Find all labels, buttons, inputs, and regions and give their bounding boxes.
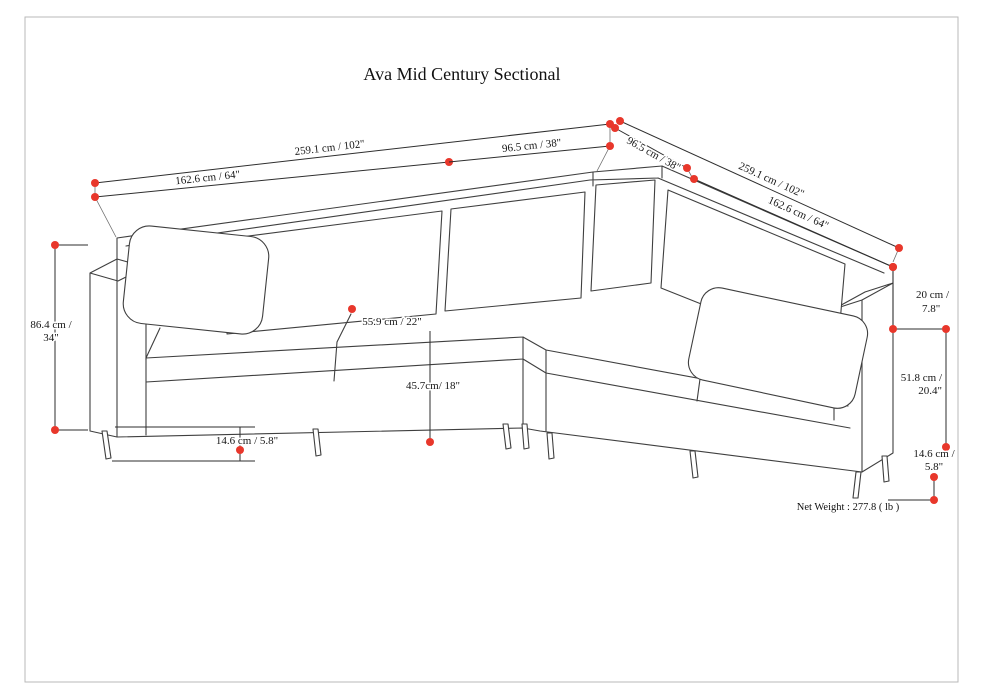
seat-height-dot <box>426 438 434 446</box>
right-corner-depth-dot <box>611 124 619 132</box>
left-seat-width-label: 162.6 cm / 64" <box>175 169 241 188</box>
left-corner-depth-label: 96.5 cm / 38" <box>501 137 561 155</box>
right-arm-pillow <box>687 287 869 409</box>
right-seat-width-line <box>693 178 894 268</box>
left-seat-width-line <box>94 161 450 198</box>
left-leg-height-dot <box>236 446 244 454</box>
overall-height-dot <box>51 241 59 249</box>
right-seat-width-label: 162.6 cm / 64" <box>766 194 830 232</box>
arm-height-dot <box>942 325 950 333</box>
right-leg-height-dot <box>930 496 938 504</box>
page-border <box>24 16 959 683</box>
right-leg-height-dot <box>930 473 938 481</box>
seat-height-label: 45.7cm/ 18" <box>406 380 460 392</box>
sofa-drawing <box>89 124 900 499</box>
arm-height-label: 51.8 cm / <box>901 372 943 384</box>
left-total-width-label: 259.1 cm / 102" <box>294 138 365 158</box>
back-cushions <box>226 179 846 359</box>
net-weight: Net Weight : 277.8 ( lb ) <box>797 502 900 513</box>
left-seat-width-dot <box>91 193 99 201</box>
arm-height-dot <box>942 443 950 451</box>
overall-height-dot <box>51 426 59 434</box>
sofa-legs <box>101 423 890 499</box>
back-cushion-height-label: 7.8" <box>922 303 940 315</box>
right-leg-height-label: 14.6 cm / <box>913 448 955 460</box>
left-total-width-line <box>94 123 611 184</box>
back-cushion-height-dot <box>889 325 897 333</box>
seat-depth-label: 55.9 cm / 22" <box>362 316 422 328</box>
left-leg-height-label: 14.6 cm / 5.8" <box>216 435 278 447</box>
left-corner-depth-line <box>448 145 611 163</box>
left-total-width-dot <box>91 179 99 187</box>
arm-height-label: 20.4" <box>918 385 942 397</box>
overall-height-label: 86.4 cm / <box>30 319 72 331</box>
seat-depth-dot <box>348 305 356 313</box>
left-arm-pillow <box>122 225 270 335</box>
left-corner-depth-dot <box>606 142 614 150</box>
right-total-width-dot <box>616 117 624 125</box>
right-total-width-line <box>619 120 900 249</box>
back-cushion-height-label: 20 cm / <box>916 289 950 301</box>
right-total-width-dot <box>895 244 903 252</box>
right-corner-depth-dot <box>683 164 691 172</box>
right-corner-depth-line <box>614 127 688 169</box>
overall-height-label: 34" <box>43 332 59 344</box>
diagram-title: Ava Mid Century Sectional <box>363 64 560 84</box>
right-leg-height-label: 5.8" <box>925 461 943 473</box>
back-cushion-height-dot <box>889 263 897 271</box>
extension-lines <box>94 124 900 263</box>
right-seat-width-dot <box>690 175 698 183</box>
